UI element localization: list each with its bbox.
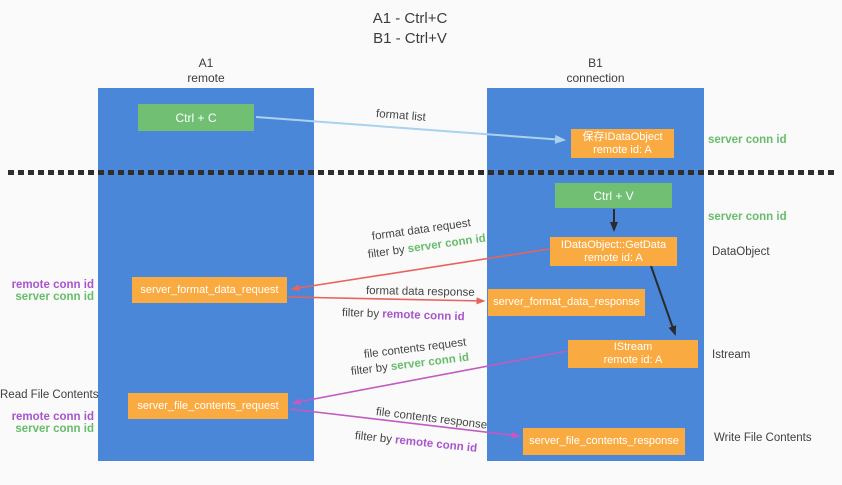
filter-by-text: filter by [367,243,409,261]
remote-conn-id-text: remote conn id [11,279,94,291]
diagram-title: A1 - Ctrl+C B1 - Ctrl+V [0,9,820,49]
server-file-contents-request-label: server_file_contents_request [137,399,279,412]
file-request-conn-ids: remote conn id server conn id [0,411,94,435]
server-file-contents-response-box: server_file_contents_response [523,428,685,455]
write-file-contents-annotation: Write File Contents [714,432,812,444]
read-file-contents-annotation: Read File Contents [0,389,99,401]
column-b-subtitle: connection [566,71,625,85]
istream-box: IStream remote id: A [568,340,698,368]
filter-by-text: filter by [350,361,392,378]
ctrl-c-label: Ctrl + C [175,110,217,125]
column-a-name: A1 [198,56,214,70]
column-b-name: B1 [588,56,603,70]
server-conn-id-annotation-top: server conn id [708,134,787,146]
filter-by-text: filter by [341,307,383,321]
format-request-conn-ids: remote conn id server conn id [0,279,94,303]
getdata-line2: remote id: A [584,251,643,264]
save-dataobject-line2: remote id: A [593,143,652,156]
file-contents-response-label: file contents response [375,406,488,432]
server-format-data-response-label: server_format_data_response [493,296,640,308]
server-format-data-request-box: server_format_data_request [132,277,287,303]
server-format-data-response-box: server_format_data_response [488,289,645,316]
title-line-2: B1 - Ctrl+V [373,30,447,47]
server-conn-id-annotation-mid: server conn id [708,211,787,223]
server-conn-id-text: server conn id [15,291,94,303]
format-data-response-label: format data response [365,285,475,299]
remote-conn-id-text: remote conn id [11,411,94,423]
server-format-data-request-label: server_format_data_request [140,283,279,296]
istream-line1: IStream [613,341,653,353]
remote-conn-id-text: remote conn id [394,434,478,455]
server-conn-id-text: server conn id [15,423,94,435]
ctrl-c-box: Ctrl + C [138,104,254,131]
column-b-header: B1 connection [487,56,704,86]
save-dataobject-line1: 保存IDataObject [582,130,663,143]
column-a-subtitle: remote [187,71,225,85]
dataobject-annotation: DataObject [712,246,770,258]
ctrl-v-box: Ctrl + V [555,183,672,208]
ctrl-v-label: Ctrl + V [593,188,634,203]
istream-line2: remote id: A [603,354,663,366]
getdata-box: IDataObject::GetData remote id: A [550,237,677,266]
section-divider [8,170,834,175]
remote-conn-id-text: remote conn id [382,308,465,324]
getdata-line1: IDataObject::GetData [560,238,667,251]
format-data-response-filter-label: filter by remote conn id [342,307,465,323]
format-list-label: format list [375,108,427,124]
save-dataobject-box: 保存IDataObject remote id: A [571,129,674,158]
column-a-header: A1 remote [98,56,314,86]
file-contents-response-filter-label: filter by remote conn id [354,430,477,455]
title-line-1: A1 - Ctrl+C [372,10,448,27]
server-file-contents-response-label: server_file_contents_response [529,435,679,447]
istream-annotation: Istream [712,349,751,361]
server-file-contents-request-box: server_file_contents_request [128,393,288,419]
filter-by-text: filter by [354,430,396,447]
